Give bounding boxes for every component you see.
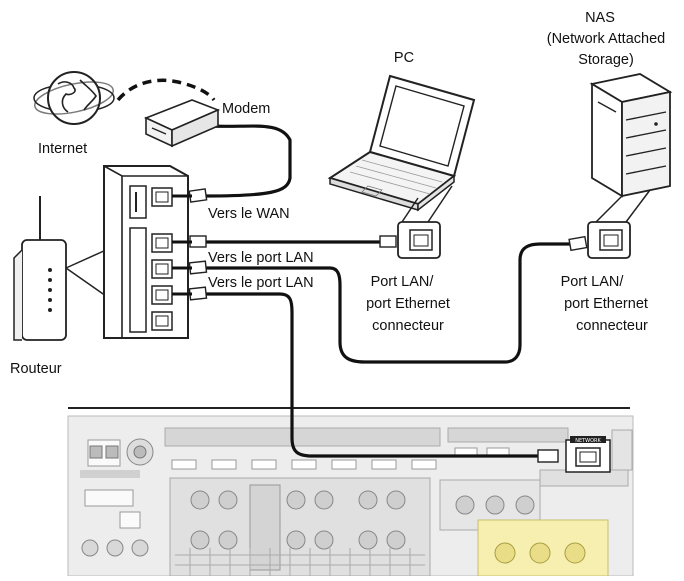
cable-plugs [188,188,588,463]
nas-label-line-1: NAS [585,10,615,26]
nas-port-label-line-1: Port LAN/ [561,274,625,290]
cable-router-to-receiver [204,292,542,458]
modem-icon [143,99,221,148]
pc-port-label-line-1: Port LAN/ [371,274,435,290]
router-zoom-lines [65,249,107,297]
cable-router-to-nas [204,242,580,364]
pc-label: PC [394,50,414,66]
cable-modem-to-wan [204,124,292,198]
network-jack-label: NETWORK [575,438,601,444]
pc-port-label-line-3: connecteur [372,318,444,334]
nas-label-line-2: (Network Attached [547,31,665,47]
router-port-panel [103,165,192,339]
router-label: Routeur [10,361,62,377]
to-lan-label-1: Vers le port LAN [208,250,314,266]
ethernet-cables [204,124,580,458]
nas-label-line-3: Storage) [578,52,634,68]
pc-port-label-line-2: port Ethernet [366,296,450,312]
nas-port-label-line-3: connecteur [576,318,648,334]
pc-lan-port [397,185,453,259]
to-wan-label: Vers le WAN [208,206,290,222]
router-icon [13,196,67,341]
globe-icon [33,71,115,125]
internet-link-dashed [116,78,216,102]
to-lan-label-2: Vers le port LAN [208,275,314,291]
modem-label: Modem [222,101,270,117]
nas-port-label-line-2: port Ethernet [564,296,648,312]
receiver-rear-panel: NETWORK [67,407,634,577]
laptop-icon [327,74,476,212]
internet-label: Internet [38,141,87,157]
nas-lan-port [587,189,651,259]
nas-icon [589,73,673,198]
